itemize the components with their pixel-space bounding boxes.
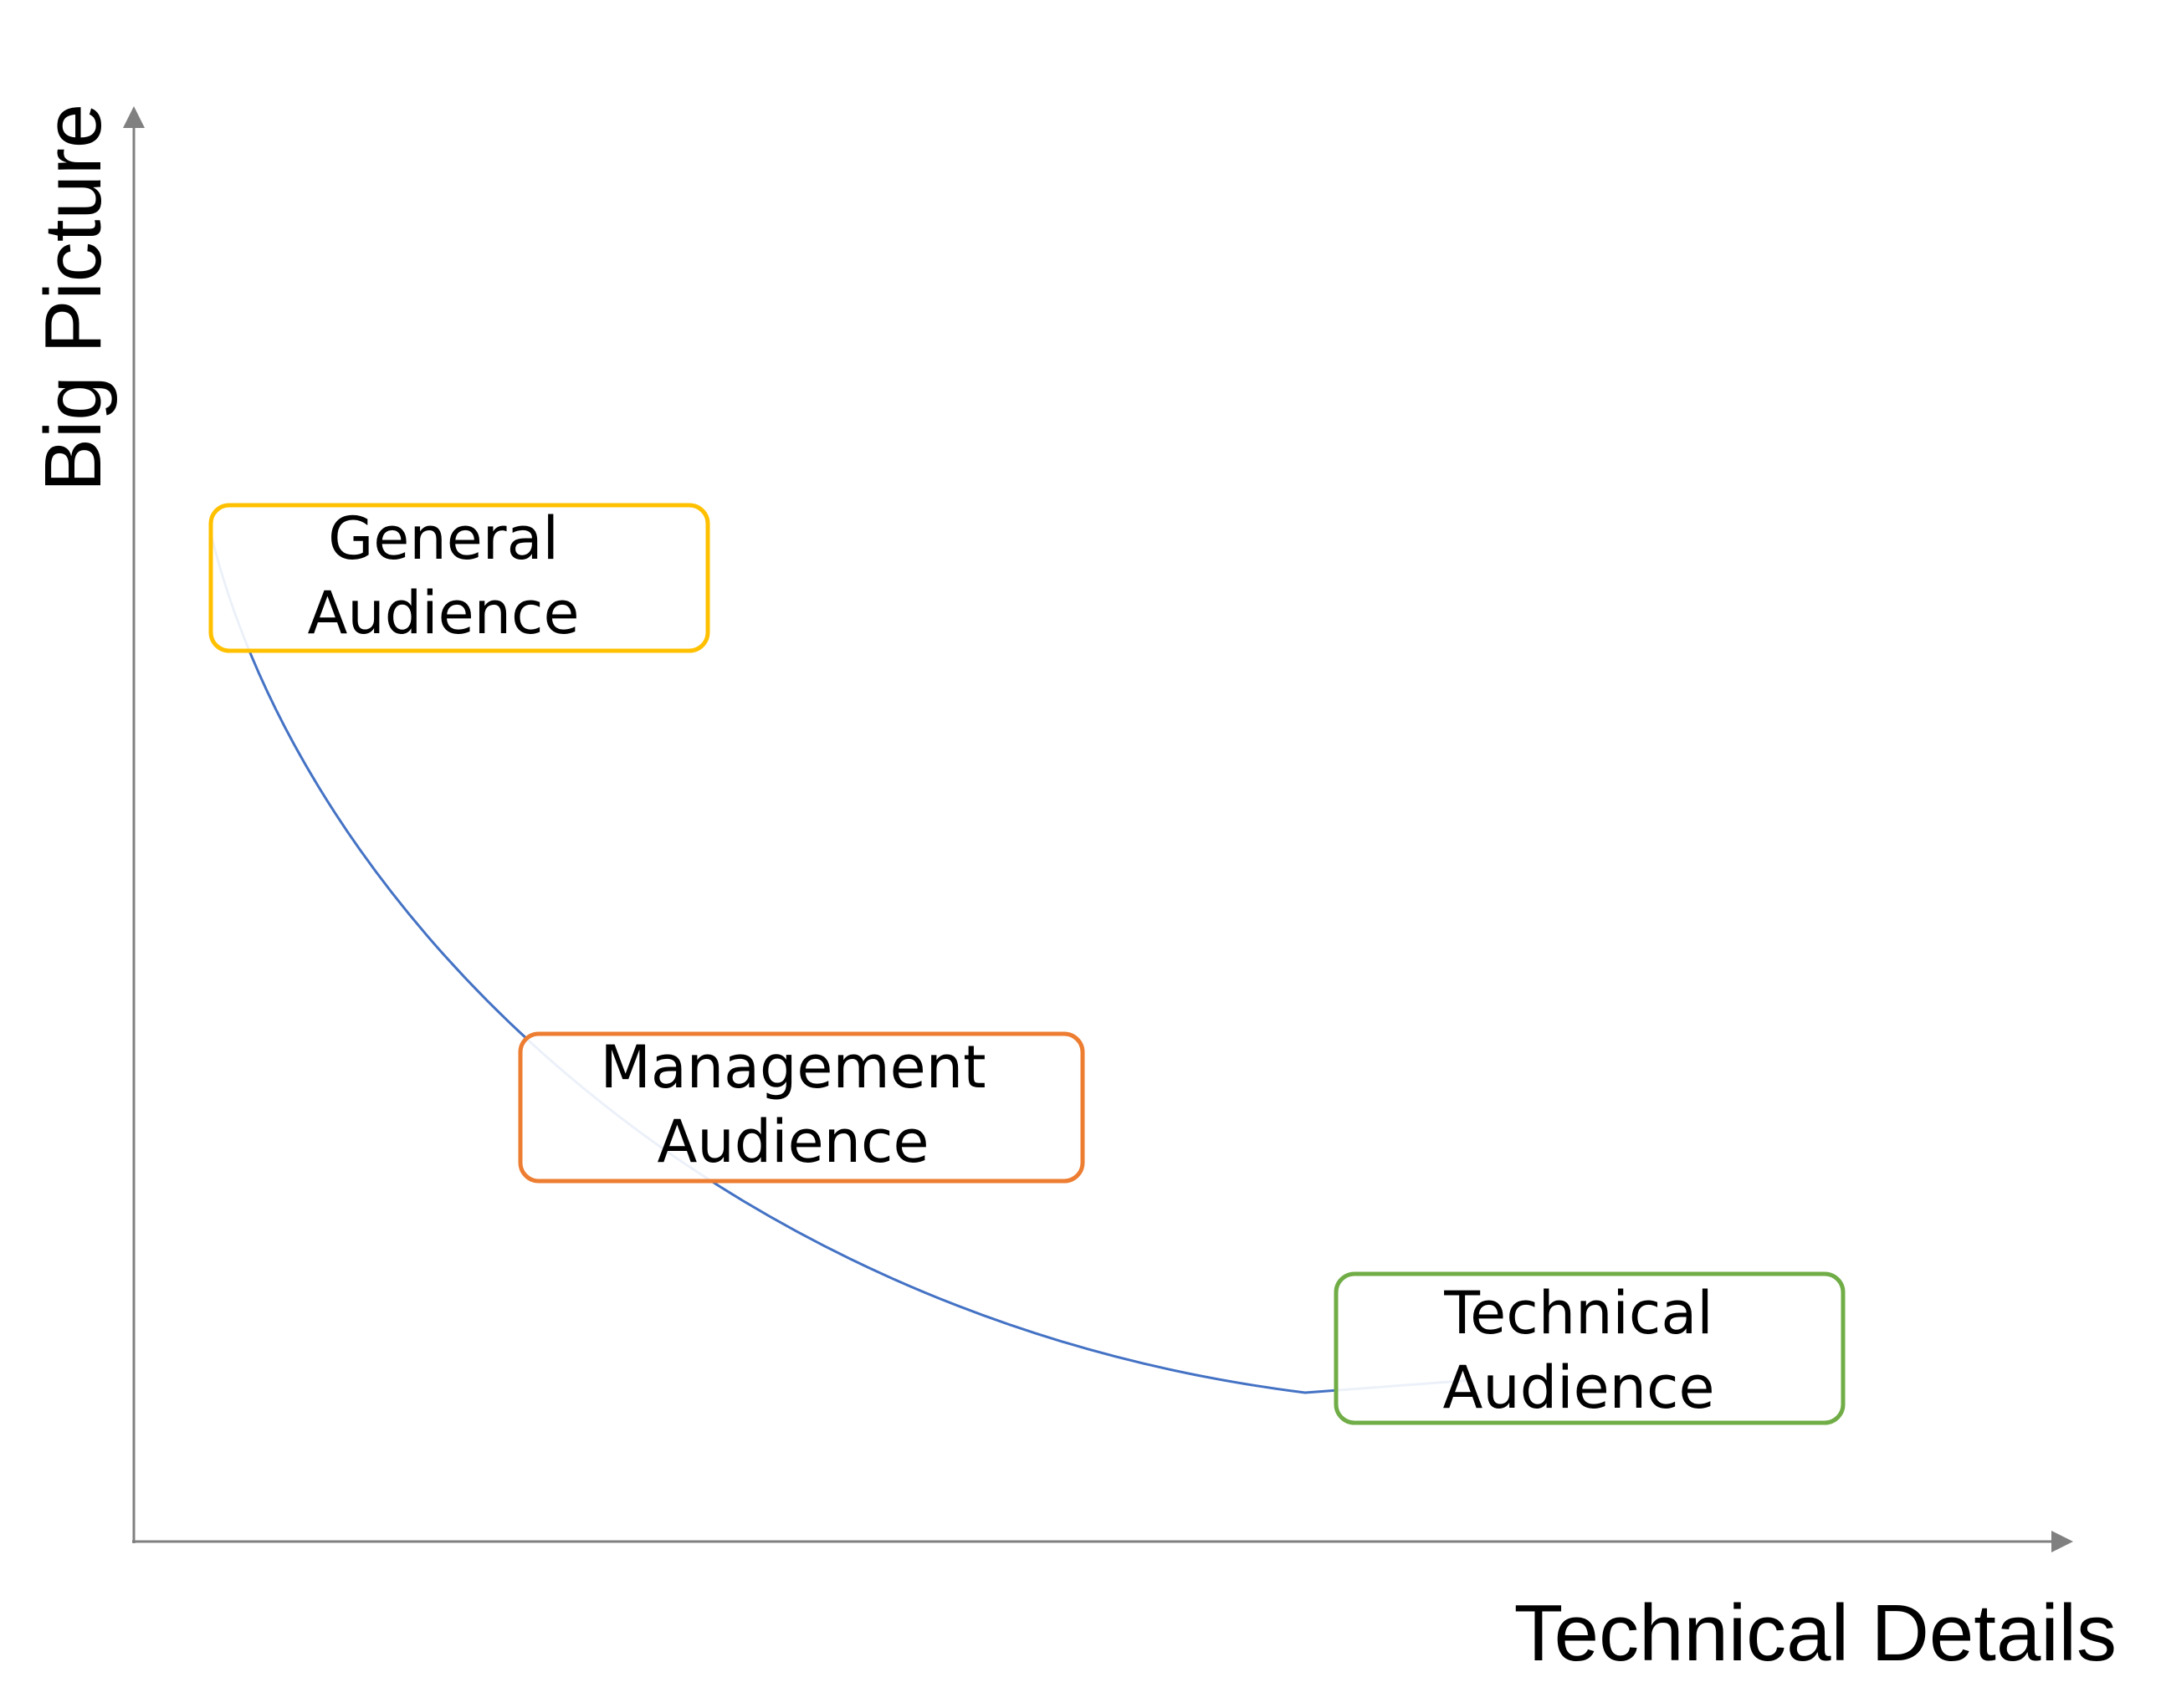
general-audience-label-line1: General <box>328 504 559 573</box>
management-audience-box <box>518 1031 1085 1184</box>
technical-audience-box <box>1334 1271 1846 1425</box>
x-axis-arrowhead <box>2051 1531 2073 1552</box>
management-audience-label-line1: Management <box>600 1033 986 1102</box>
general-audience-label-line2: Audience <box>307 579 579 647</box>
management-audience-label-line2: Audience <box>657 1107 929 1176</box>
x-axis-label: Technical Details <box>1514 1588 2117 1678</box>
y-axis-arrowhead <box>123 106 145 128</box>
technical-audience-label-line2: Audience <box>1442 1353 1714 1422</box>
general-audience-box <box>208 503 710 653</box>
y-axis-label: Big Picture <box>28 104 118 492</box>
audience-curve <box>209 533 1473 1394</box>
technical-audience-label-line1: Technical <box>1443 1279 1713 1347</box>
